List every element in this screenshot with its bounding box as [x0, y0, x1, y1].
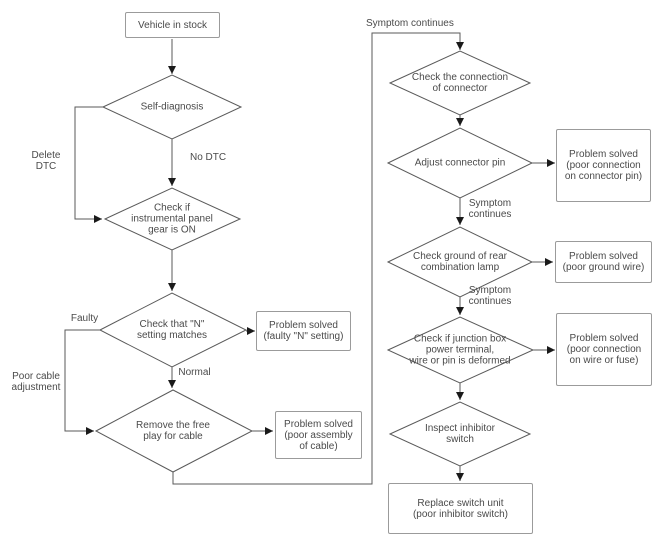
diamond-inspect-inhibitor: [388, 401, 532, 467]
node-problem-ground: Problem solved (poor ground wire): [555, 241, 652, 283]
node-problem-wire-fuse: Problem solved (poor connection on wire …: [556, 313, 652, 386]
node-remove-free-play: Remove the free play for cable: [136, 420, 210, 442]
edge-label-symptom-continues-top: Symptom continues: [366, 18, 454, 29]
node-problem-n-setting: Problem solved (faulty "N" setting): [256, 311, 351, 351]
diamond-check-panel-gear: [103, 187, 242, 251]
diamond-check-n-setting: [98, 292, 248, 368]
node-self-diagnosis: Self-diagnosis: [140, 101, 204, 113]
diamond-self-diagnosis: [101, 74, 243, 140]
connector-delete-dtc-loop: [74, 106, 103, 223]
edge-label-poor-cable-adjustment: Poor cable adjustment: [11, 371, 61, 393]
node-inspect-inhibitor: Inspect inhibitor switch: [424, 423, 496, 445]
node-replace-switch: Replace switch unit (poor inhibitor swit…: [388, 483, 533, 534]
connector-symptom-continues-route: [172, 32, 464, 485]
diamond-remove-free-play: [94, 389, 254, 473]
node-check-junction-box: Check if junction box power terminal, wi…: [409, 333, 511, 367]
node-check-connector: Check the connection of connector: [411, 72, 509, 94]
node-check-ground: Check ground of rear combination lamp: [413, 251, 507, 273]
node-check-n-setting: Check that "N" setting matches: [136, 319, 208, 341]
edge-label-faulty: Faulty: [70, 313, 99, 324]
node-adjust-connector-pin: Adjust connector pin: [414, 157, 506, 169]
diamond-check-junction-box: [386, 316, 535, 384]
edge-label-delete-dtc: Delete DTC: [31, 150, 61, 172]
edge-label-normal: Normal: [178, 367, 211, 378]
diamond-check-ground: [386, 226, 534, 298]
edge-label-no-dtc: No DTC: [190, 152, 227, 163]
node-problem-connector-pin: Problem solved (poor connection on conne…: [556, 129, 651, 202]
node-problem-cable: Problem solved (poor assembly of cable): [275, 411, 362, 459]
node-check-panel-gear: Check if instrumental panel gear is ON: [131, 202, 213, 236]
diamond-adjust-connector-pin: [386, 127, 534, 199]
node-vehicle-in-stock: Vehicle in stock: [125, 12, 220, 38]
connector-faulty-loop: [64, 329, 100, 435]
edge-label-symptom-continues-2: Symptom continues: [468, 285, 512, 307]
diamond-check-connector: [388, 50, 532, 116]
edge-label-symptom-continues-1: Symptom continues: [468, 198, 512, 220]
